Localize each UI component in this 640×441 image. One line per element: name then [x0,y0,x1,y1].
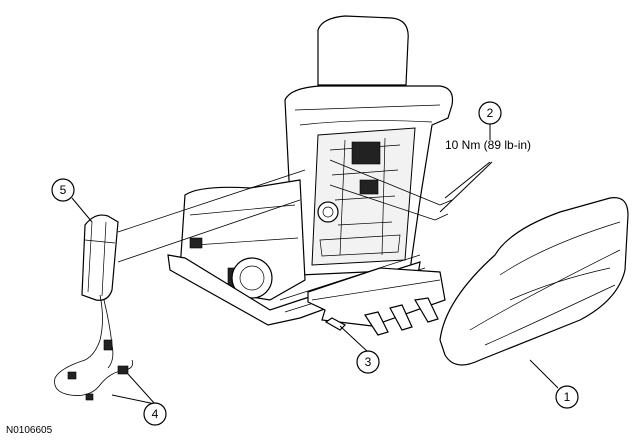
torque-leaders [439,124,493,213]
callout-4: 4 [143,402,167,426]
callout-2: 2 [478,101,502,125]
callout-5-label: 5 [60,183,67,197]
figure-reference-number: N0106605 [6,425,53,436]
callout-3-leader [339,325,369,353]
callout-2-label: 2 [487,106,494,120]
seat-cushion-panel [307,267,446,336]
callout-5: 5 [51,178,75,202]
torque-specification: 10 Nm (89 lb-in) [445,138,531,152]
callout-1: 1 [555,385,579,409]
callout-3: 3 [356,350,380,374]
callout-3-label: 3 [365,355,372,369]
callout-1-label: 1 [564,390,571,404]
callout-4-leader [111,373,156,405]
callout-4-label: 4 [152,407,159,421]
side-airbag-module [81,214,119,301]
seatback-panel [439,197,629,366]
callout-1-leader [529,359,559,389]
wiring-harness [54,294,134,401]
alignment-lines [117,159,453,263]
callout-5-leader [71,197,93,223]
